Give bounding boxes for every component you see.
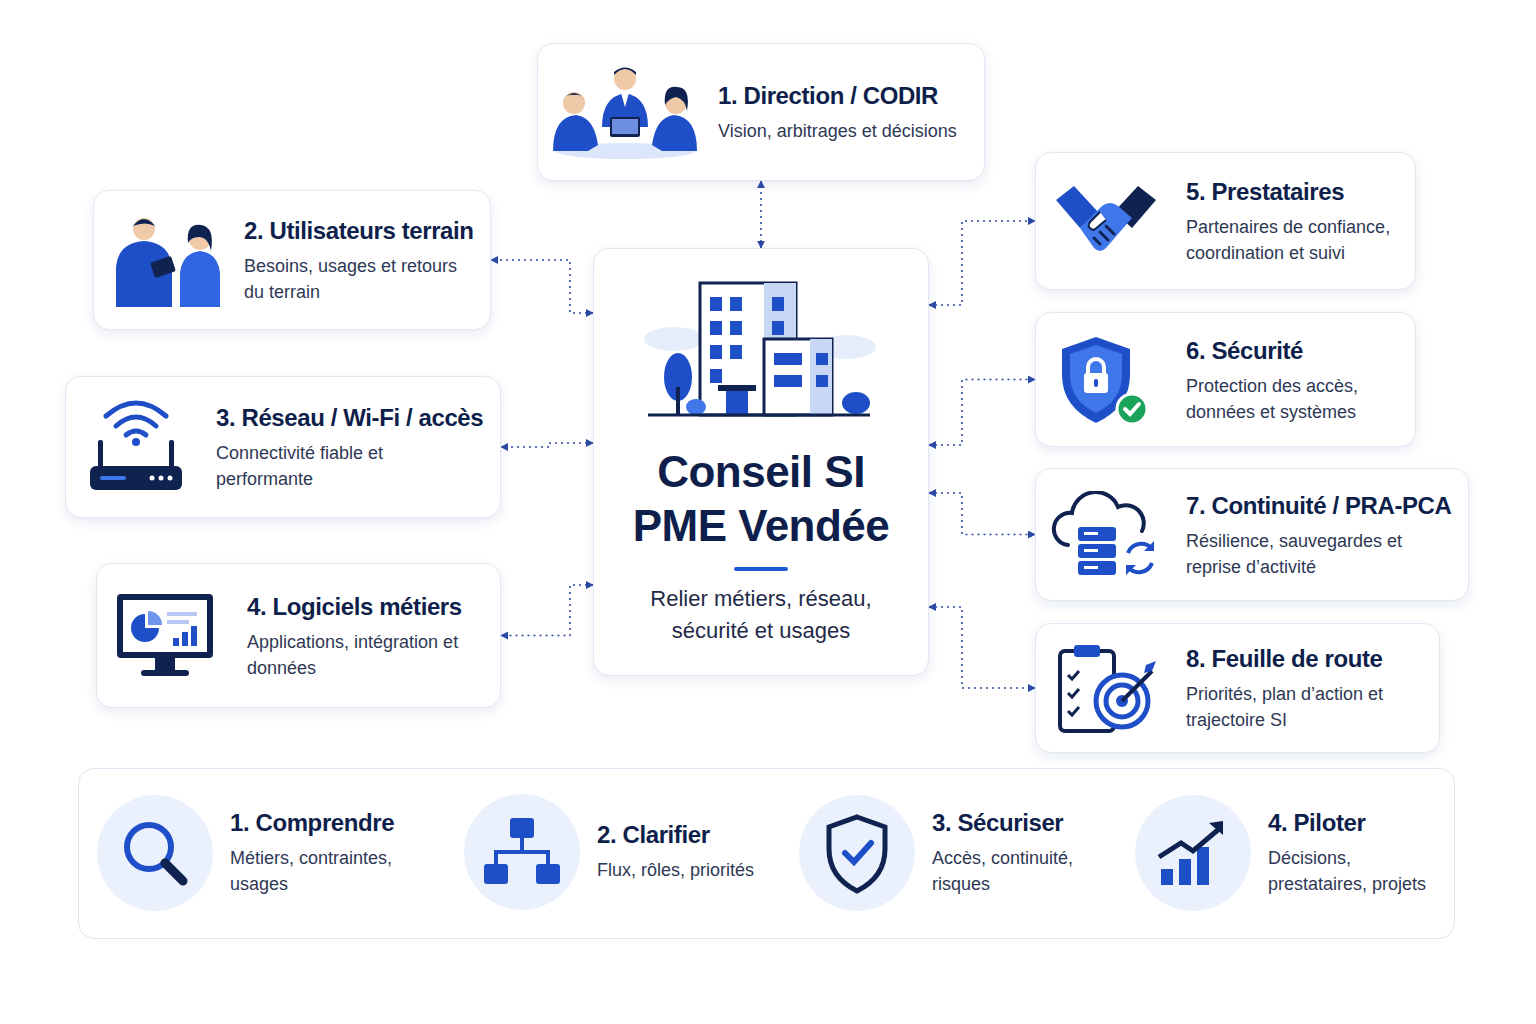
box-heading: 1. Comprendre [230, 809, 394, 837]
topic-box: 1. Direction / CODIR Vision, arbitrages e… [537, 43, 985, 181]
users-icon [108, 213, 224, 309]
dotted-connector [929, 380, 1035, 446]
dotted-connector [491, 260, 593, 313]
box-description: Flux, rôles, priorités [597, 857, 756, 883]
box-description: Partenaires de confiance, coordination e… [1186, 214, 1399, 266]
topic-box: 3. Réseau / Wi-Fi / accèsConnectivité fi… [65, 376, 501, 518]
text-block: 7. Continuité / PRA-PCA Résilience, sauve… [1186, 492, 1452, 580]
text-block: 1. ComprendreMétiers, contraintes, usage… [230, 809, 416, 897]
router-icon [86, 400, 186, 496]
box-heading: 6. Sécurité [1186, 337, 1303, 365]
box-heading: 2. Utilisateurs terrain [244, 217, 474, 245]
topic-box: 4. Logiciels métiersApplications, intégr… [96, 563, 501, 708]
box-description: Décisions, prestataires, projets [1268, 845, 1449, 897]
box-description: Protection des accès, données et système… [1186, 373, 1399, 425]
text-block: 1. Direction / CODIR Vision, arbitrages e… [718, 82, 968, 144]
box-heading: 7. Continuité / PRA-PCA [1186, 492, 1451, 520]
topic-box: 7. Continuité / PRA-PCA Résilience, sauve… [1035, 468, 1469, 601]
box-heading: 2. Clarifier [597, 821, 710, 849]
text-block: 4. PiloterDécisions, prestataires, proje… [1268, 809, 1449, 897]
dotted-connector [761, 181, 762, 248]
meeting-icon [550, 65, 700, 161]
text-block: 2. ClarifierFlux, rôles, priorités [597, 821, 756, 883]
hub-title: Conseil SI PME Vendée [614, 445, 908, 553]
dotted-connector [501, 585, 593, 636]
building-illustration [634, 277, 884, 427]
topic-box: 6. SécuritéProtection des accès, données… [1035, 312, 1416, 447]
box-heading: 5. Prestataires [1186, 178, 1344, 206]
box-description: Connectivité fiable et performante [216, 440, 484, 492]
step-node: 1. ComprendreMétiers, contraintes, usage… [97, 794, 420, 912]
box-heading: 1. Direction / CODIR [718, 82, 938, 110]
dotted-connector [929, 493, 1035, 535]
text-block: 3. SécuriserAccès, continuité, risques [932, 809, 1091, 897]
shield-lock-icon [1056, 333, 1152, 429]
roadmap-icon [1056, 641, 1160, 737]
box-description: Métiers, contraintes, usages [230, 845, 416, 897]
topic-box: 5. PrestatairesPartenaires de confiance,… [1035, 152, 1416, 290]
box-description: Résilience, sauvegardes et reprise d’act… [1186, 528, 1452, 580]
accent-bar [734, 567, 788, 571]
dotted-connector [929, 607, 1035, 688]
cloud-backup-icon [1050, 491, 1160, 581]
step-node: 2. ClarifierFlux, rôles, priorités [464, 794, 760, 910]
box-description: Priorités, plan d’action et trajectoire … [1186, 681, 1423, 733]
box-description: Vision, arbitrages et décisions [718, 118, 968, 144]
text-block: 8. Feuille de routePriorités, plan d’act… [1186, 645, 1423, 733]
step-node: 3. SécuriserAccès, continuité, risques [799, 794, 1095, 912]
box-heading: 4. Logiciels métiers [247, 593, 462, 621]
text-block: 5. PrestatairesPartenaires de confiance,… [1186, 178, 1399, 266]
topic-box: 8. Feuille de routePriorités, plan d’act… [1035, 623, 1440, 753]
hub-text: Conseil SI PME VendéeRelier métiers, rés… [614, 445, 908, 647]
text-block: 4. Logiciels métiersApplications, intégr… [247, 593, 484, 681]
growth-chart-icon [1135, 795, 1251, 911]
text-block: 6. SécuritéProtection des accès, données… [1186, 337, 1399, 425]
box-description: Applications, intégration et données [247, 629, 484, 681]
box-heading: 3. Sécuriser [932, 809, 1063, 837]
box-description: Accès, continuité, risques [932, 845, 1091, 897]
step-node: 4. PiloterDécisions, prestataires, proje… [1135, 794, 1453, 912]
hub-subtitle: Relier métiers, réseau, sécurité et usag… [614, 583, 908, 647]
text-block: 2. Utilisateurs terrainBesoins, usages e… [244, 217, 474, 305]
shield-check-icon [799, 795, 915, 911]
magnifier-icon [97, 795, 213, 911]
dotted-connector [501, 443, 593, 447]
box-heading: 3. Réseau / Wi-Fi / accès [216, 404, 483, 432]
hub-box: Conseil SI PME VendéeRelier métiers, rés… [593, 248, 929, 676]
dotted-connector [929, 221, 1035, 305]
box-description: Besoins, usages et retours du terrain [244, 253, 474, 305]
monitor-icon [115, 592, 215, 682]
box-heading: 4. Piloter [1268, 809, 1365, 837]
text-block: 3. Réseau / Wi-Fi / accèsConnectivité fi… [216, 404, 484, 492]
topic-box: 2. Utilisateurs terrainBesoins, usages e… [93, 190, 491, 330]
handshake-icon [1054, 182, 1158, 262]
box-heading: 8. Feuille de route [1186, 645, 1382, 673]
org-chart-icon [464, 794, 580, 910]
